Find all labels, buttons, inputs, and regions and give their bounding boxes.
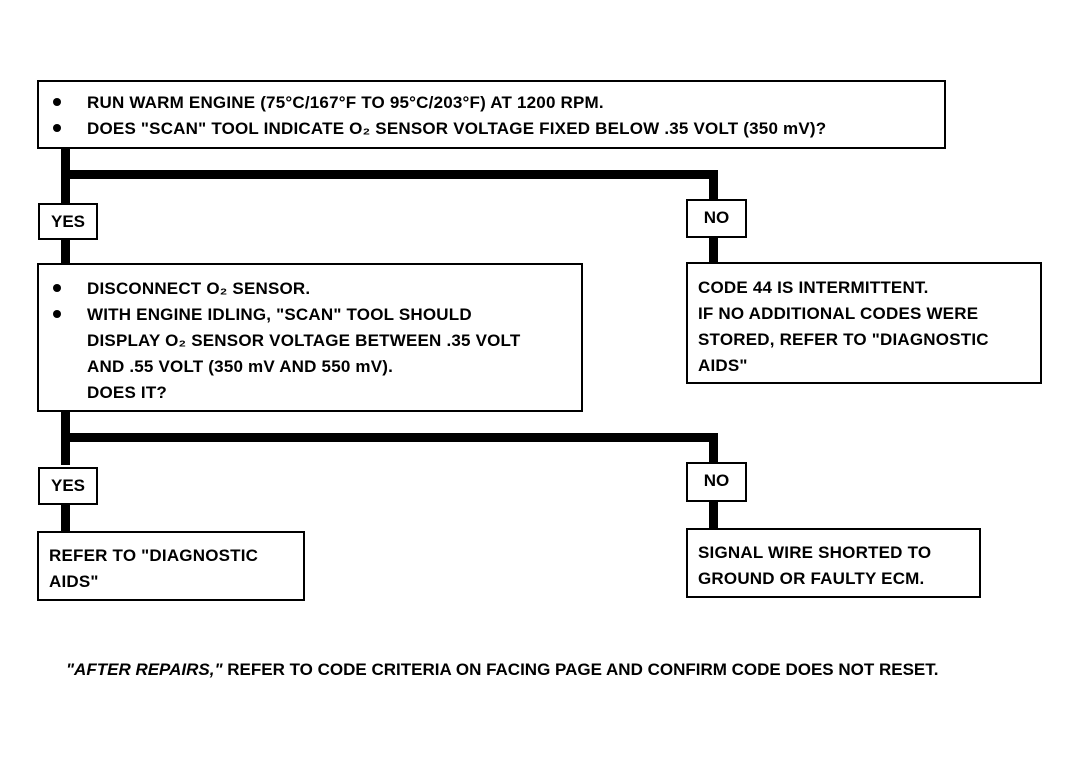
connector-branch1-no-down (709, 170, 718, 200)
diagnostic-aids-line-2: AIDS" (49, 572, 99, 591)
diagnostic-aids-result-box: REFER TO "DIAGNOSTIC AIDS" (37, 531, 305, 601)
connector-branch2-no-down (709, 433, 718, 463)
branch2-yes-label: YES (38, 467, 98, 505)
step2-bullet-2-line-2: DISPLAY O₂ SENSOR VOLTAGE BETWEEN .35 VO… (87, 331, 521, 350)
signal-wire-line-1: SIGNAL WIRE SHORTED TO (698, 543, 932, 562)
step2-box: DISCONNECT O₂ SENSOR. WITH ENGINE IDLING… (37, 263, 583, 412)
diagnostic-aids-line-1: REFER TO "DIAGNOSTIC (49, 546, 259, 565)
connector-branch2-horizontal (61, 433, 718, 442)
after-repairs-text: REFER TO CODE CRITERIA ON FACING PAGE AN… (222, 660, 939, 679)
connector-branch1-horizontal (61, 170, 716, 179)
step2-bullet-1: DISCONNECT O₂ SENSOR. (45, 276, 575, 302)
intermittent-result-box: CODE 44 IS INTERMITTENT. IF NO ADDITIONA… (686, 262, 1042, 384)
branch1-yes-label: YES (38, 203, 98, 240)
branch2-no-label: NO (686, 462, 747, 502)
step2-bullet-2-line-1: WITH ENGINE IDLING, "SCAN" TOOL SHOULD (87, 305, 472, 324)
connector-yes2-down (61, 503, 70, 533)
intermittent-result-line-4: AIDS" (698, 356, 748, 375)
signal-wire-line-2: GROUND OR FAULTY ECM. (698, 569, 925, 588)
step2-bullet-2: WITH ENGINE IDLING, "SCAN" TOOL SHOULD D… (45, 302, 575, 406)
connector-yes1-down (61, 238, 70, 266)
step1-bullet-2: DOES "SCAN" TOOL INDICATE O₂ SENSOR VOLT… (45, 116, 938, 142)
connector-no1-down (709, 236, 718, 264)
connector-no2-down (709, 500, 718, 530)
branch1-no-label: NO (686, 199, 747, 238)
after-repairs-emphasis: "AFTER REPAIRS," (66, 660, 223, 679)
step1-box: RUN WARM ENGINE (75°C/167°F TO 95°C/203°… (37, 80, 946, 149)
signal-wire-result-box: SIGNAL WIRE SHORTED TO GROUND OR FAULTY … (686, 528, 981, 598)
intermittent-result-line-2: IF NO ADDITIONAL CODES WERE (698, 304, 979, 323)
intermittent-result-line-1: CODE 44 IS INTERMITTENT. (698, 278, 929, 297)
step1-bullet-1: RUN WARM ENGINE (75°C/167°F TO 95°C/203°… (45, 90, 938, 116)
after-repairs-note: "AFTER REPAIRS," REFER TO CODE CRITERIA … (66, 660, 1076, 680)
intermittent-result-line-3: STORED, REFER TO "DIAGNOSTIC (698, 330, 989, 349)
step2-bullet-2-line-3: AND .55 VOLT (350 mV AND 550 mV). (87, 357, 394, 376)
step2-bullet-2-line-4: DOES IT? (87, 383, 167, 402)
